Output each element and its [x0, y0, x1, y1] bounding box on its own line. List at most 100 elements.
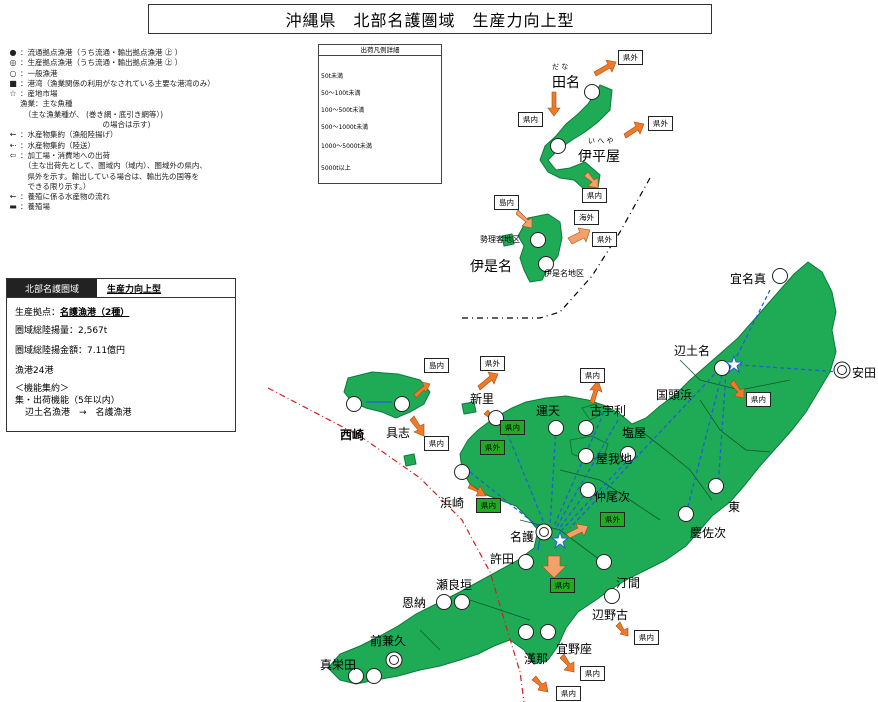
legend-symbol: ○ [9, 68, 17, 78]
market-nago-star [550, 530, 570, 550]
legend-item: ○：一般漁港 [6, 69, 312, 79]
legend-item: （主な漁業種が、 (巻き網・底引き網等）) [6, 110, 312, 120]
destination-box: 県内 [500, 420, 525, 435]
market-stars [550, 354, 744, 550]
port-nishizaki [346, 396, 362, 412]
market-hentona-star [724, 354, 744, 374]
destination-box: 県内 [556, 686, 581, 701]
consolidation-heading: ＜機能集約＞ [15, 384, 70, 394]
iheya-island [539, 84, 613, 191]
legend-text: ：産地市場 [20, 89, 58, 99]
destination-box: 県内 [550, 578, 575, 593]
place-name: 運天 [536, 404, 561, 418]
legend-item: ☆：産地市場 [6, 89, 312, 99]
legend-symbol: ⇦ [9, 150, 17, 160]
port-markers [346, 84, 851, 684]
port-unten [548, 420, 564, 436]
main-island [327, 261, 837, 685]
destination-box: 県内 [634, 630, 659, 645]
legend-item: ⇠：水産物集約（陸送） [6, 141, 312, 151]
shipment-row: 1000〜5000t未満 [321, 143, 372, 150]
port-gesashi [678, 506, 694, 522]
region-type: 生産力向上型 [107, 284, 162, 295]
legend-text: の場合は示す) [20, 120, 151, 130]
legend-item: ←：養殖に係る水産物の流れ [6, 192, 312, 202]
municipal-borders [419, 359, 791, 651]
map-legend: ●：流通拠点漁港（うち流通・輸出拠点漁港 ㊤ ）◎：生産拠点漁港（うち流通・輸出… [6, 48, 312, 213]
production-base-value: 名護漁港（2種） [60, 308, 130, 318]
legend-text: ：養殖に係る水産物の流れ [20, 192, 110, 202]
place-name: 塩屋 [622, 426, 647, 440]
port-kyoda [518, 554, 534, 570]
port-izena [538, 256, 554, 272]
area-boundary-red [267, 387, 525, 702]
landing-arrows [366, 401, 541, 551]
legend-text: ：水産物集約（漁船陸揚げ） [20, 130, 118, 140]
arrow-nakaoshi-kengai [565, 523, 589, 539]
legend-text: 漁業：主な魚種 [20, 99, 73, 109]
legend-text: （主な出荷先として、圏域内（域内）、圏域外の県内、 [20, 161, 207, 171]
port-ginoza [540, 624, 556, 640]
legend-symbol: ▬ [9, 202, 17, 212]
place-name: 瀬良垣 [436, 578, 473, 592]
port-dana [584, 84, 600, 100]
arrow-iheya-kennai [583, 171, 599, 189]
port-henoko [604, 588, 620, 604]
destination-box: 県内 [580, 666, 605, 681]
place-name: 宜名真 [730, 272, 767, 286]
legend-symbol: ■ [9, 78, 17, 88]
port-hamasaki [454, 464, 470, 480]
legend-item: ◎：生産拠点漁港（うち流通・輸出拠点漁港 ㊤ ） [6, 58, 312, 68]
legend-item: ←：水産物集約（漁船陸揚げ） [6, 130, 312, 140]
place-name: 新里 [470, 392, 495, 406]
place-name: 古宇利 [590, 404, 627, 418]
place-name: 真栄田 [320, 658, 357, 672]
region-info-panel: 北部名護圏域 生産力向上型 生産拠点：名護漁港（2種） 圏域総陸揚量：2,567… [6, 278, 236, 432]
legend-text: 県外を示す。輸出している場合は、輸出先の国等を [20, 171, 200, 181]
catch-value: 圏域総陸揚金額：7.11億円 [15, 346, 126, 356]
place-name: 具志 [386, 426, 411, 440]
place-name: 仲尾次 [594, 490, 631, 504]
arrow-shinzato-kengai [477, 371, 499, 391]
arrow-dana-kennai [547, 91, 561, 117]
arrow-dana-kengai [593, 59, 617, 77]
place-name: 辺土名 [674, 344, 711, 358]
destination-box: 県内 [424, 436, 449, 451]
legend-text: ：水産物集約（陸送） [20, 140, 95, 150]
legend-symbol: ● [9, 48, 17, 57]
legend-text: ：生産拠点漁港（うち流通・輸出拠点漁港 ㊤ ） [20, 58, 183, 68]
region-name: 北部名護圏域 [7, 279, 97, 297]
port-shioya [620, 446, 636, 462]
place-name: 慶佐次 [690, 526, 727, 540]
port-nakaoshi [580, 482, 596, 498]
place-name: 許田 [490, 552, 515, 566]
catch-volume: 圏域総陸揚量：2,567t [15, 326, 108, 336]
legend-item: ■：港湾（漁業関係の利用がなされている主要な港湾のみ） [6, 79, 312, 89]
legend-item: 漁業：主な魚種 [6, 99, 312, 109]
page-title: 沖縄県 北部名護圏域 生産力向上型 [148, 4, 712, 34]
arrow-izena-tounai [515, 209, 533, 229]
place-name: 伊是名地区 [544, 269, 584, 278]
legend-item: 県外を示す。輸出している場合は、輸出先の国等を [6, 172, 312, 182]
shipment-legend: 出荷凡例詳細 50t未満 50〜100t未満 100〜500t未満 500〜10… [318, 44, 442, 184]
port-maeda-a [348, 668, 364, 684]
destination-box: 県内 [746, 392, 771, 407]
destination-box: 島内 [424, 358, 449, 373]
arrow-ginoza-kennai [559, 653, 575, 673]
port-serikyaku [530, 232, 546, 248]
legend-symbol: ⇠ [9, 140, 17, 150]
port-ginama [772, 268, 788, 284]
legend-item: （主な出荷先として、圏域内（域内）、圏域外の県内、 [6, 161, 312, 171]
destination-box: 県内 [518, 112, 543, 127]
port-shinzato [488, 410, 504, 426]
arrow-kouri-kennai [589, 379, 603, 405]
destination-box: 県外 [480, 356, 505, 371]
arrow-gushi-kennai [409, 415, 425, 437]
destination-box: 島内 [494, 195, 519, 210]
collection-arrows [469, 289, 841, 531]
port-kouri [578, 420, 594, 436]
port-hentona [714, 360, 730, 376]
legend-text: （主な漁業種が、 (巻き網・底引き網等）) [20, 109, 164, 119]
legend-symbol: ◎ [9, 58, 17, 68]
destination-box: 県外 [648, 116, 673, 131]
